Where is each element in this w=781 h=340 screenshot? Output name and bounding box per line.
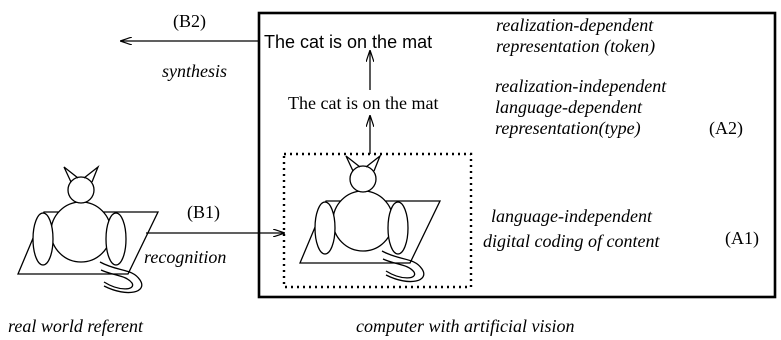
label-a2: (A2): [709, 118, 743, 139]
label-b2: (B2): [173, 11, 206, 32]
token-desc-line-1: realization-dependent: [496, 15, 654, 35]
caption-computer: computer with artificial vision: [356, 316, 575, 336]
computer-frame: [257, 11, 777, 299]
vision-dotted-box: [282, 152, 473, 289]
content-desc-line-1: language-independent: [491, 206, 653, 226]
label-a1: (A1): [725, 228, 759, 249]
type-sentence: The cat is on the mat: [288, 93, 438, 113]
type-desc-line-1: realization-independent: [495, 76, 667, 96]
type-desc-line-2: language-dependent: [495, 97, 643, 117]
label-synthesis: synthesis: [162, 61, 227, 81]
perceived-cat-drawing: [299, 153, 442, 283]
label-recognition: recognition: [144, 247, 226, 267]
content-desc-line-2: digital coding of content: [483, 231, 660, 251]
caption-real-world: real world referent: [8, 316, 144, 336]
token-sentence: The cat is on the mat: [264, 32, 432, 52]
real-world-cat-drawing: [17, 164, 160, 294]
token-desc-line-2: representation (token): [496, 36, 655, 57]
label-b1: (B1): [187, 202, 220, 223]
type-desc-line-3: representation(type): [495, 118, 641, 139]
